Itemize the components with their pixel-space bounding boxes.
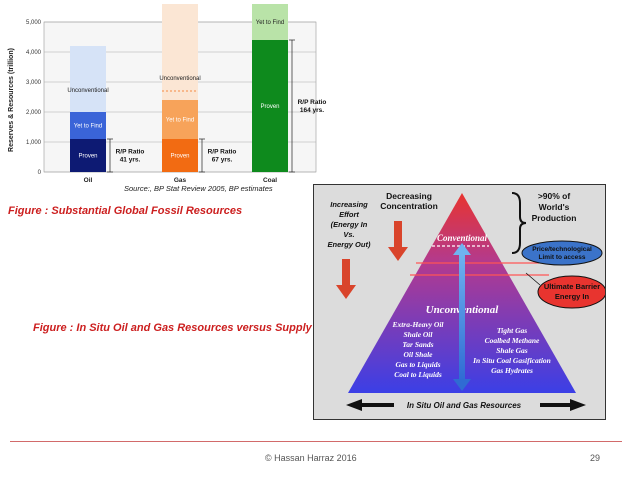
diagram-text-line: Gas to Liquids [395, 360, 440, 369]
diagram-text-line: Shale Oil [404, 330, 434, 339]
bottom-title: In Situ Oil and Gas Resources [407, 401, 522, 410]
rp-label: R/P Ratio [298, 99, 327, 106]
y-tick-label: 2,000 [26, 110, 42, 116]
bottom-arrow-right [540, 399, 586, 411]
diagram-text-line: (Energy In [331, 220, 368, 229]
bar-coal-proven [252, 40, 288, 172]
diagram-text-line: Vs. [343, 230, 354, 239]
segment-label: Proven [78, 154, 97, 160]
diagram-text-line: Decreasing [386, 191, 432, 201]
segment-label: Yet to Find [74, 124, 102, 130]
conventional-label: Conventional [437, 233, 488, 243]
source-note: Source:, BP Stat Review 2005, BP estimat… [124, 184, 273, 193]
diagram-text-line: Tar Sands [402, 340, 433, 349]
segment-label: Proven [170, 154, 189, 160]
vertical-arrow-down-head [453, 379, 471, 391]
barrier-ellipse [537, 275, 605, 309]
bar-oil-unconv [70, 46, 106, 112]
segment-label: Unconventional [159, 76, 200, 82]
vertical-arrow-up-head [453, 243, 471, 255]
y-axis-label: Reserves & Resources (trillion) [8, 48, 15, 152]
caption-oil-gas-supply: Figure : In Situ Oil and Gas Resources v… [33, 322, 312, 334]
page-number: 29 [590, 453, 601, 463]
segment-label: Unconventional [67, 88, 108, 94]
segment-label: Proven [260, 104, 279, 110]
barrier-pointer [525, 272, 541, 286]
effort-arrow-left [336, 259, 356, 299]
footer-divider [10, 441, 622, 442]
vertical-arrow-shaft [459, 253, 465, 381]
y-tick-label: 4,000 [26, 50, 42, 56]
bar-gas-unconv [162, 4, 198, 100]
segment-label: Yet to Find [166, 118, 194, 124]
rp-label: 41 yrs. [120, 157, 141, 164]
x-tick-label: Coal [263, 177, 277, 184]
footer-copyright: © Hassan Harraz 2016 [265, 453, 357, 463]
rp-label: R/P Ratio [208, 149, 237, 156]
bottom-arrow-left [346, 399, 394, 411]
brace-shape [511, 192, 527, 254]
diagram-text-line: Limit to access [539, 254, 586, 261]
diagram-text-line: Coal to Liquids [394, 370, 442, 379]
diagram-text-line: Effort [339, 210, 359, 219]
diagram-text-line: Ultimate Barrier [544, 282, 600, 291]
effort-arrow-top [388, 221, 408, 261]
diagram-text-line: World's [539, 202, 570, 212]
diagram-text-line: Oil Shale [404, 350, 434, 359]
diagram-text-line: Concentration [380, 201, 438, 211]
diagram-text-line: Production [532, 213, 577, 223]
diagram-text-line: >90% of [538, 191, 571, 201]
rp-label: 67 yrs. [212, 157, 233, 164]
x-tick-label: Gas [174, 177, 187, 184]
rp-label: 164 yrs. [300, 107, 324, 114]
diagram-text-line: Gas Hydrates [491, 366, 533, 375]
segment-label: Yet to Find [256, 20, 284, 26]
diagram-text-line: Tight Gas [497, 326, 527, 335]
bar-coal-ytf [252, 4, 288, 40]
bar-gas-proven [162, 139, 198, 172]
bar-oil-proven [70, 139, 106, 172]
caption-fossil-resources: Figure : Substantial Global Fossil Resou… [8, 205, 243, 217]
diagram-text-line: Coalbed Methane [485, 336, 540, 345]
bar-oil-ytf [70, 112, 106, 139]
diagram-text-line: Price/technological [532, 246, 592, 253]
bar-gas-ytf [162, 100, 198, 139]
y-tick-label: 0 [38, 170, 42, 176]
limit-ellipse [521, 240, 603, 266]
y-tick-label: 3,000 [26, 80, 42, 86]
diagram-text-line: Energy In [555, 292, 590, 301]
x-tick-label: Oil [84, 177, 93, 184]
diagram-text-line: Energy Out) [328, 240, 371, 249]
diagram-text-line: In Situ Coal Gasification [472, 356, 551, 365]
pyramid-svg: Conventional Unconventional Extra-Heavy … [328, 191, 605, 411]
diagram-text-line: Increasing [330, 200, 368, 209]
diagram-text-line: Extra-Heavy Oil [391, 320, 444, 329]
diagram-text-line: Shale Gas [496, 346, 528, 355]
y-tick-label: 1,000 [26, 140, 42, 146]
y-tick-label: 5,000 [26, 20, 42, 26]
pyramid-diagram: Conventional Unconventional Extra-Heavy … [313, 184, 606, 420]
rp-label: R/P Ratio [116, 149, 145, 156]
